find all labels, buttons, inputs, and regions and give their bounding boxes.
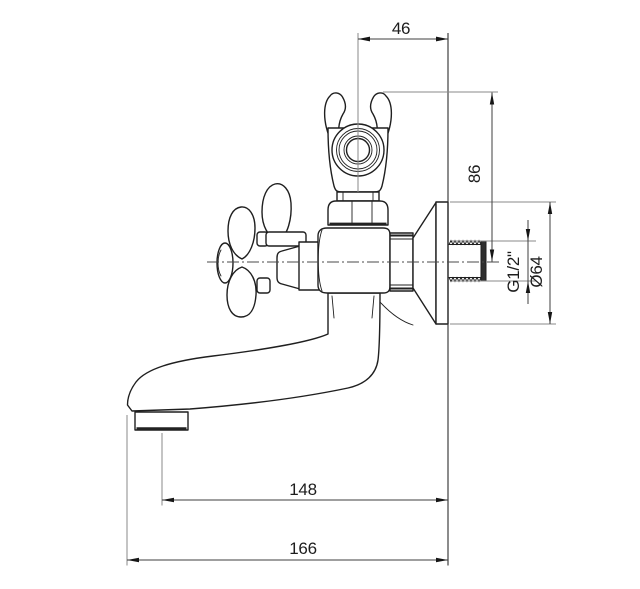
- handle-collar: [265, 231, 307, 247]
- arrowhead: [436, 497, 448, 503]
- handle-hub: [216, 242, 234, 284]
- dim-166-label: 166: [289, 539, 316, 558]
- dim-flange-label: Ø64: [527, 256, 546, 287]
- dimensions: 46 86 G1/2" Ø64 148: [127, 19, 553, 563]
- arrowhead: [162, 497, 174, 503]
- arrowhead: [358, 36, 370, 42]
- handle-cylinder: [298, 241, 321, 291]
- holder-left-horn: [323, 92, 347, 137]
- reference-lines: [126, 33, 556, 566]
- body-taper-arc: [317, 229, 323, 292]
- dimension-thread: G1/2": [504, 220, 531, 304]
- flange-cone: [412, 201, 437, 325]
- flange-face: [435, 201, 449, 325]
- dim-46-label: 46: [392, 19, 410, 38]
- spout-neck-line-left: [331, 295, 335, 319]
- riser-and-union-nut: [327, 191, 389, 226]
- spout: [126, 292, 414, 431]
- dimension-166: 166: [127, 539, 448, 563]
- dim-148-label: 148: [289, 480, 316, 499]
- handle-tab-lower: [256, 277, 271, 294]
- arrowhead: [436, 557, 448, 563]
- arrowhead: [547, 312, 553, 324]
- arrowhead: [436, 36, 448, 42]
- arrowhead: [547, 202, 553, 214]
- arrowhead: [525, 229, 531, 241]
- arrowhead: [525, 281, 531, 293]
- body-underside-line: [379, 301, 414, 326]
- dim-86-label: 86: [465, 165, 484, 183]
- spout-neck-line-right: [371, 295, 375, 319]
- wall-flange: [412, 201, 487, 325]
- spout-outline: [126, 292, 381, 412]
- arrowhead: [489, 92, 495, 105]
- holder-right-horn: [369, 92, 393, 137]
- handle-lobe-upper: [227, 206, 256, 260]
- cross-handle: [216, 183, 321, 318]
- thread-nipple: [448, 239, 487, 283]
- union-nut: [327, 200, 389, 226]
- faucet-outline: [126, 92, 487, 431]
- dimension-148: 148: [162, 480, 448, 503]
- handle-bonnet: [276, 245, 301, 290]
- handle-hub-arc: [217, 249, 222, 277]
- arrowhead: [489, 249, 495, 262]
- dim-thread-label: G1/2": [504, 251, 523, 293]
- handle-lobe-tall: [261, 183, 292, 242]
- thread-end-cap: [480, 240, 487, 282]
- dimension-46: 46: [358, 19, 448, 42]
- handle-lobe-lower: [226, 266, 257, 318]
- body-barrel: [317, 227, 391, 294]
- dimension-flange-diameter: Ø64: [527, 202, 553, 324]
- valve-body: [317, 227, 391, 294]
- arrowhead: [127, 557, 139, 563]
- dimension-86: 86: [465, 92, 495, 262]
